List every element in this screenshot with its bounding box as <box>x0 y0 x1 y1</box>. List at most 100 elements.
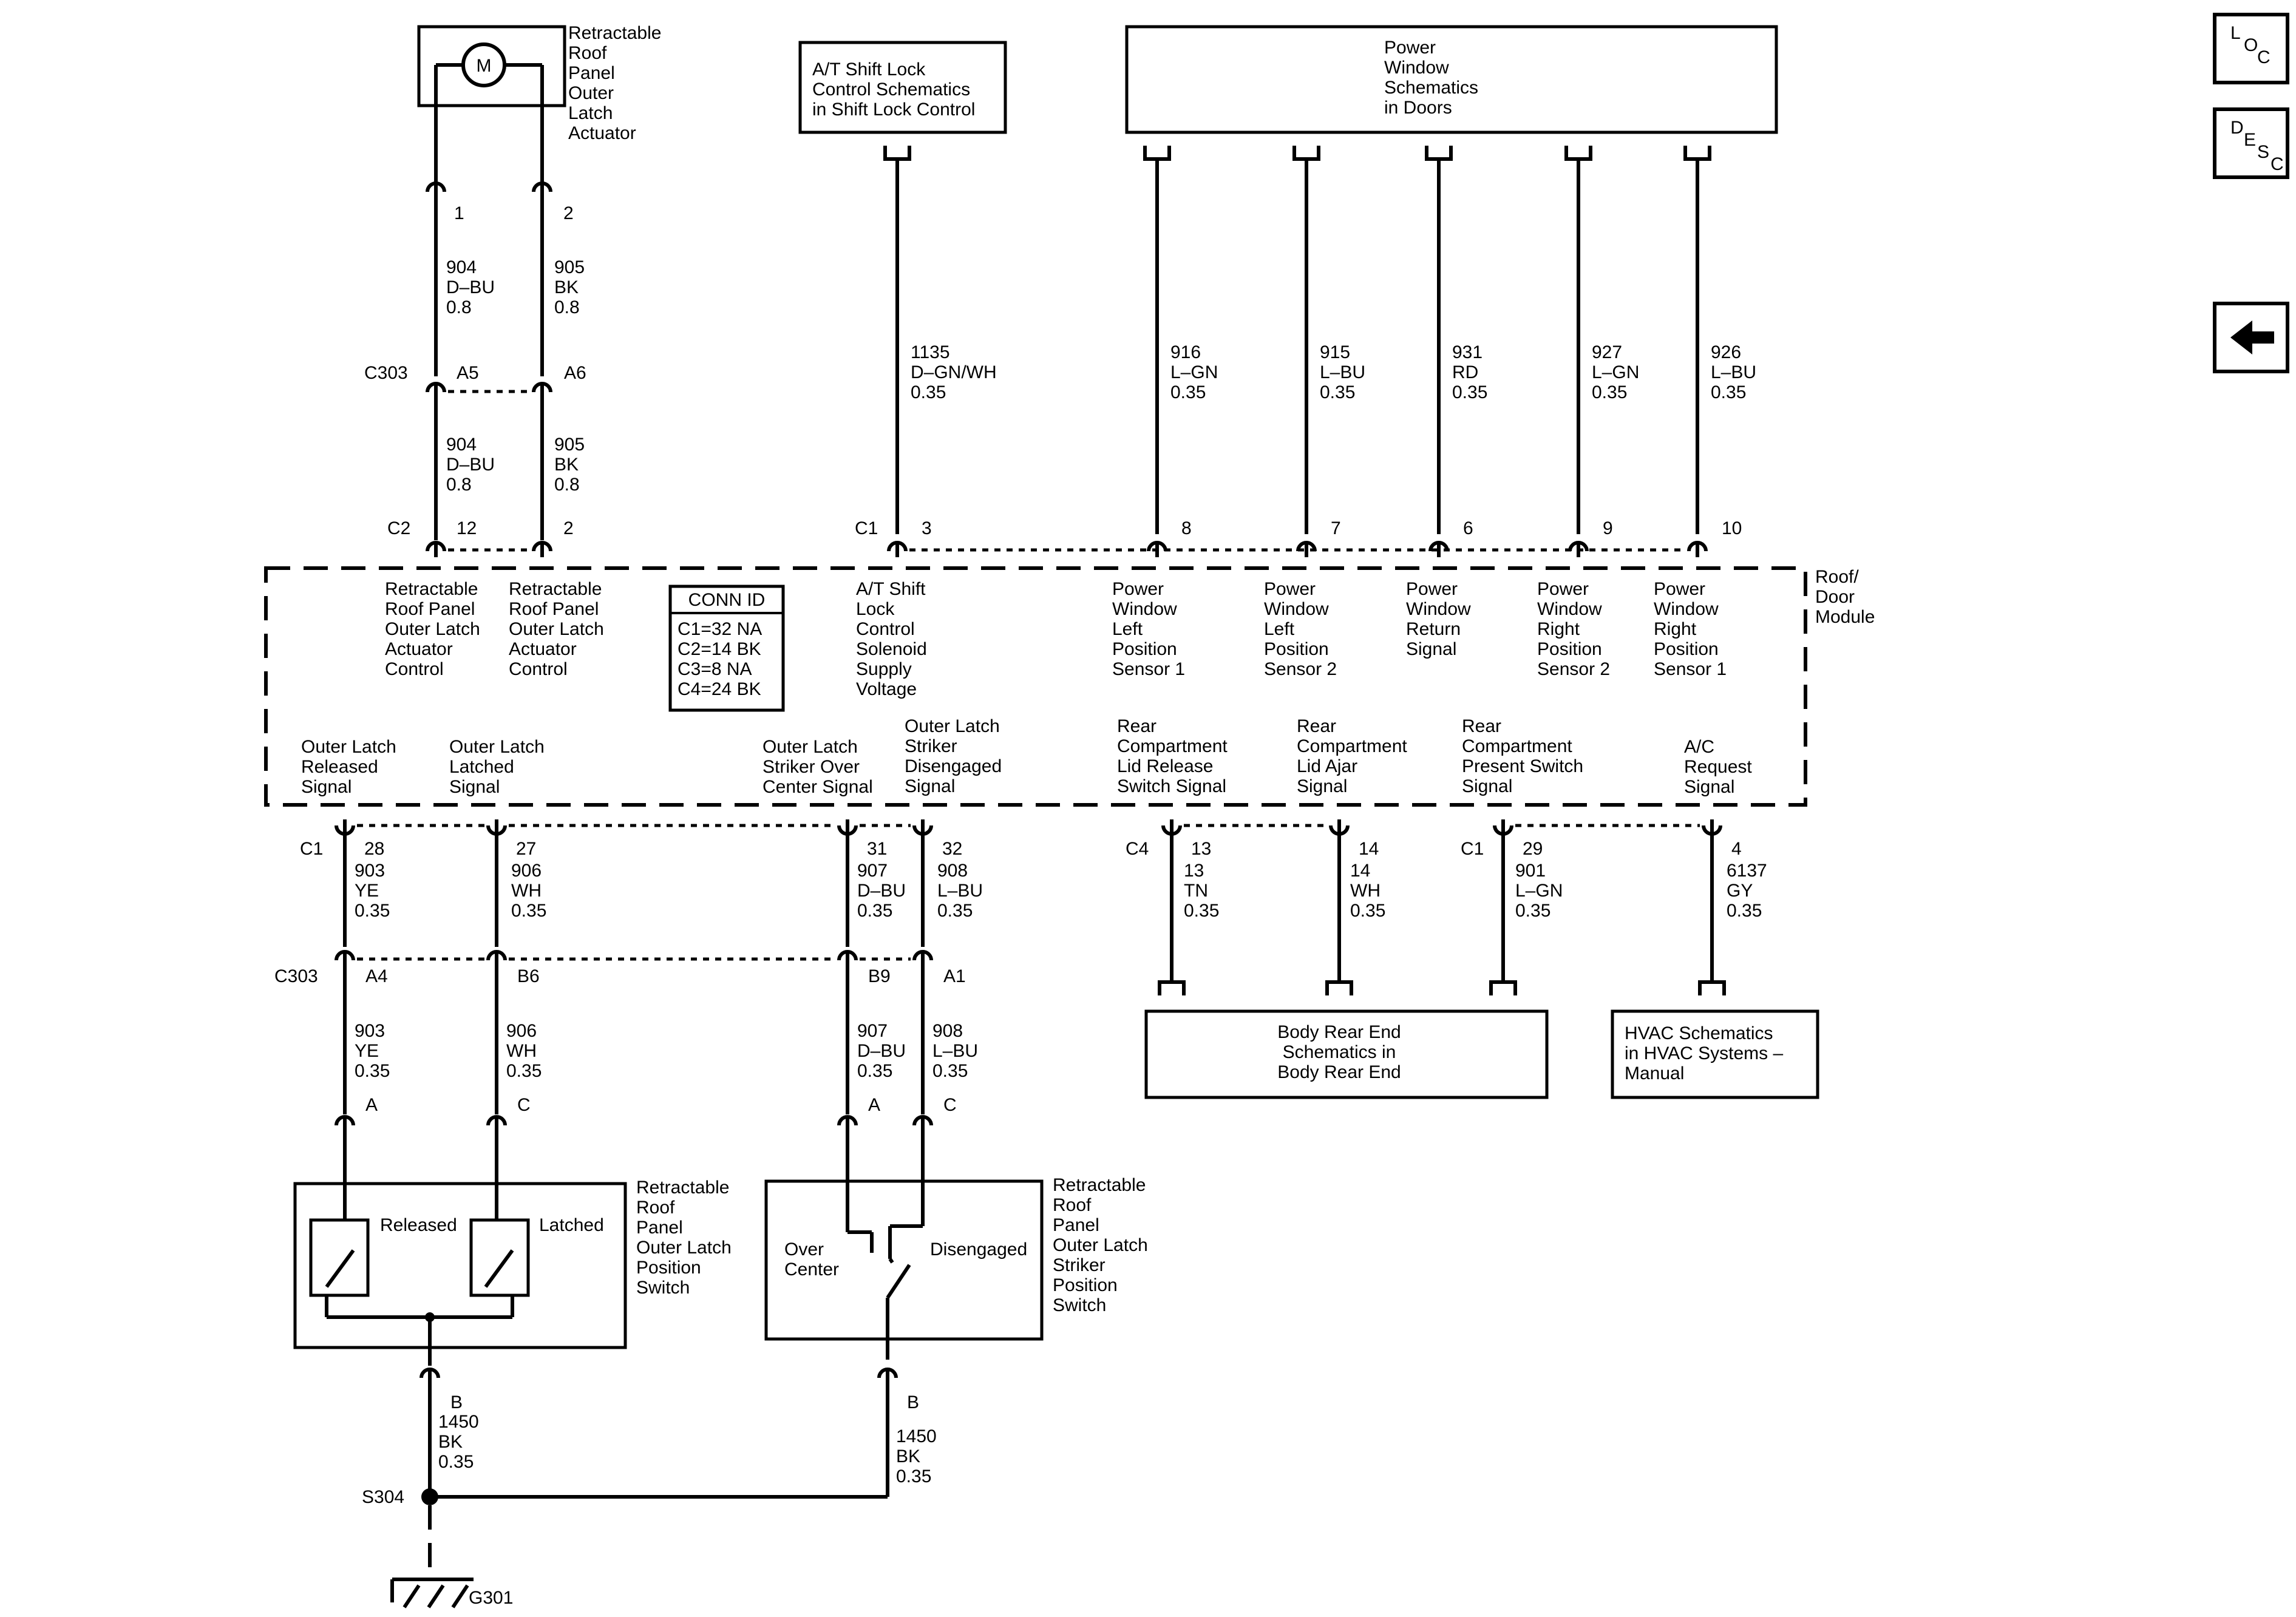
wire-label: 926 <box>1711 342 1741 362</box>
module-pin-label: Released <box>301 757 378 777</box>
pin-label: A4 <box>365 966 388 986</box>
module-pin-label: Signal <box>301 777 352 797</box>
module-pin-label: Left <box>1264 619 1295 639</box>
pin-label: 4 <box>1731 839 1742 859</box>
wire-label: WH <box>1350 881 1381 901</box>
module-pin-label: Position <box>1112 639 1177 659</box>
pin-label: 12 <box>457 518 477 538</box>
wire-label: 915 <box>1320 342 1350 362</box>
wire-label: L–GN <box>1592 362 1639 382</box>
loc-button-frame <box>2213 13 2289 84</box>
splice-dot <box>421 1488 438 1505</box>
wire-label: 907 <box>857 1021 888 1041</box>
box-label: in Doors <box>1384 98 1452 118</box>
module-pin-label: Position <box>1654 639 1719 659</box>
wire-label: 0.35 <box>911 382 946 402</box>
motor-label: Panel <box>568 63 615 83</box>
wire-label: L–BU <box>1711 362 1756 382</box>
module-pin-label: Power <box>1654 579 1705 599</box>
back-button[interactable] <box>2213 302 2289 373</box>
pin-label: 8 <box>1181 518 1192 538</box>
module-pin-label: Window <box>1112 599 1177 619</box>
wire-label: 14 <box>1350 861 1370 881</box>
switch-label: Outer Latch <box>636 1238 732 1258</box>
wire-label: 1135 <box>911 342 950 362</box>
wire-label: BK <box>554 277 579 297</box>
wire-label: 0.35 <box>1170 382 1206 402</box>
box-label: A/T Shift Lock <box>812 59 926 80</box>
conn-id-row: C2=14 BK <box>678 639 761 659</box>
connector-label: C1 <box>1461 839 1484 859</box>
pin-label: A <box>868 1095 880 1115</box>
conn-id-row: C1=32 NA <box>678 619 762 639</box>
pin-label: 14 <box>1359 839 1379 859</box>
terminal <box>837 825 858 836</box>
connector-fork <box>1292 146 1320 161</box>
switch-label: Position <box>636 1258 701 1278</box>
connector-label: C303 <box>274 966 318 986</box>
loc-button[interactable]: LOC <box>2213 13 2289 84</box>
wire-label: YE <box>355 1041 379 1061</box>
switch-label: Striker <box>1053 1255 1106 1275</box>
module-pin-label: Compartment <box>1462 736 1572 756</box>
terminal <box>486 825 507 836</box>
motor-label: Roof <box>568 43 607 63</box>
wire-label: 0.8 <box>554 297 580 317</box>
module-pin-label: Outer Latch <box>449 737 545 757</box>
switch-contact-box <box>469 1218 530 1297</box>
switch-label: Roof <box>1053 1195 1092 1215</box>
box-label: Control Schematics <box>812 80 970 100</box>
terminal <box>1702 825 1722 836</box>
junction-dot <box>425 1312 435 1322</box>
connector-label: C4 <box>1126 839 1149 859</box>
connector-fork <box>1143 146 1171 161</box>
switch-label: Position <box>1053 1275 1118 1295</box>
wire-label: RD <box>1452 362 1478 382</box>
motor-label: Actuator <box>568 123 636 143</box>
module-pin-label: Signal <box>1462 776 1512 796</box>
module-outline <box>264 566 1807 807</box>
pin-label: A6 <box>564 363 586 383</box>
wire-label: BK <box>438 1432 463 1452</box>
wire-label: BK <box>554 455 579 475</box>
module-pin-label: Latched <box>449 757 514 777</box>
module-pin-label: Actuator <box>509 639 577 659</box>
module-pin-label: Left <box>1112 619 1143 639</box>
striker-switch-box <box>764 1179 1044 1341</box>
module-pin-label: Striker <box>905 736 957 756</box>
connector-fork <box>883 146 911 161</box>
wire-label: 0.35 <box>1452 382 1487 402</box>
module-pin-label: Signal <box>1684 777 1734 797</box>
pin-label: 3 <box>922 518 932 538</box>
switch-position-label: Released <box>380 1215 457 1235</box>
module-pin-label: Right <box>1654 619 1697 639</box>
wire-label: 0.35 <box>355 901 390 921</box>
wire-label: YE <box>355 881 379 901</box>
connector-label: C1 <box>855 518 878 538</box>
wire-label: 6137 <box>1727 861 1767 881</box>
wire <box>402 1584 421 1609</box>
box-label: in Shift Lock Control <box>812 100 975 120</box>
pin-label: C <box>517 1095 531 1115</box>
wire-label: D–BU <box>446 277 495 297</box>
pin-label: 29 <box>1523 839 1543 859</box>
module-pin-label: Signal <box>1406 639 1456 659</box>
wire-label: 1450 <box>438 1412 479 1432</box>
conn-id-title: CONN ID <box>688 590 766 610</box>
splice-label: S304 <box>362 1487 404 1507</box>
module-pin-label: Window <box>1264 599 1329 619</box>
module-label: Module <box>1815 607 1875 627</box>
pin-label: A1 <box>943 966 966 986</box>
switch-label: Switch <box>636 1278 690 1298</box>
module-pin-label: Roof Panel <box>509 599 599 619</box>
power-window-box <box>1125 25 1778 134</box>
pin-label: A5 <box>457 363 479 383</box>
desc-button-letter: D <box>2230 118 2244 138</box>
wire-label: D–BU <box>857 881 906 901</box>
module-pin-label: Switch Signal <box>1117 776 1226 796</box>
connector-fork <box>1564 146 1592 161</box>
wire-label: 906 <box>506 1021 537 1041</box>
module-pin-label: Power <box>1112 579 1164 599</box>
wire-label: 908 <box>932 1021 963 1041</box>
